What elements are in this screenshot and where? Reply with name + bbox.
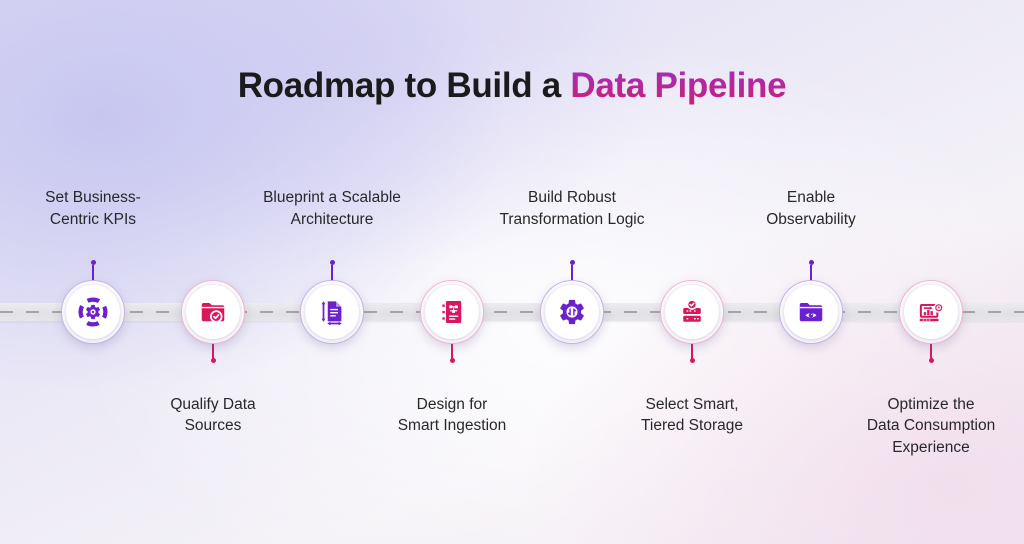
milestone-circle — [420, 280, 484, 344]
milestone-label: Blueprint a Scalable Architecture — [263, 189, 401, 228]
milestone-circle — [899, 280, 963, 344]
connector-stem — [930, 343, 932, 359]
timeline-dashed-line — [0, 311, 1024, 313]
folder-check-icon — [201, 303, 225, 323]
title-highlight: Data Pipeline — [570, 66, 787, 105]
milestone-circle — [181, 280, 245, 344]
connector-stem — [331, 265, 333, 281]
milestone-circle — [300, 280, 364, 344]
connector-dot — [329, 260, 335, 265]
connector-dot — [90, 260, 96, 265]
connector-dot — [449, 358, 455, 363]
connector-stem — [810, 265, 812, 281]
connector-dot — [210, 358, 216, 363]
milestone-circle — [660, 280, 724, 344]
connector-dot — [569, 260, 575, 265]
timeline-road — [0, 303, 1024, 321]
connector-dot — [928, 358, 934, 363]
connector-stem — [691, 343, 693, 359]
connector-stem — [571, 265, 573, 281]
page-title: Roadmap to Build a Data Pipeline — [0, 66, 1024, 106]
milestone-label: Set Business- Centric KPIs — [45, 189, 141, 228]
milestone-label: Select Smart, Tiered Storage — [641, 396, 743, 435]
consumption-dashboard-icon — [919, 302, 944, 322]
connector-stem — [212, 343, 214, 359]
milestone-label: Design for Smart Ingestion — [397, 396, 507, 435]
milestone-circle — [779, 280, 843, 344]
blueprint-document-icon — [321, 301, 342, 326]
milestone-label: Enable Observability — [766, 189, 856, 228]
kpi-target-gear-icon — [78, 297, 108, 327]
milestone-circle — [540, 280, 604, 344]
observability-folder-eye-icon — [799, 303, 823, 322]
milestone-label: Optimize the Data Consumption Experience — [866, 396, 996, 456]
title-prefix: Roadmap to Build a — [237, 66, 562, 105]
transformation-gear-icon — [560, 299, 584, 325]
milestone-label: Qualify Data Sources — [170, 396, 256, 435]
connector-stem — [451, 343, 453, 359]
connector-dot — [808, 260, 814, 265]
tiered-storage-check-icon — [683, 299, 701, 322]
milestone-circle — [61, 280, 125, 344]
milestone-label: Build Robust Transformation Logic — [499, 189, 645, 228]
connector-dot — [689, 358, 695, 363]
ingestion-document-icon — [442, 301, 462, 323]
connector-stem — [92, 265, 94, 281]
